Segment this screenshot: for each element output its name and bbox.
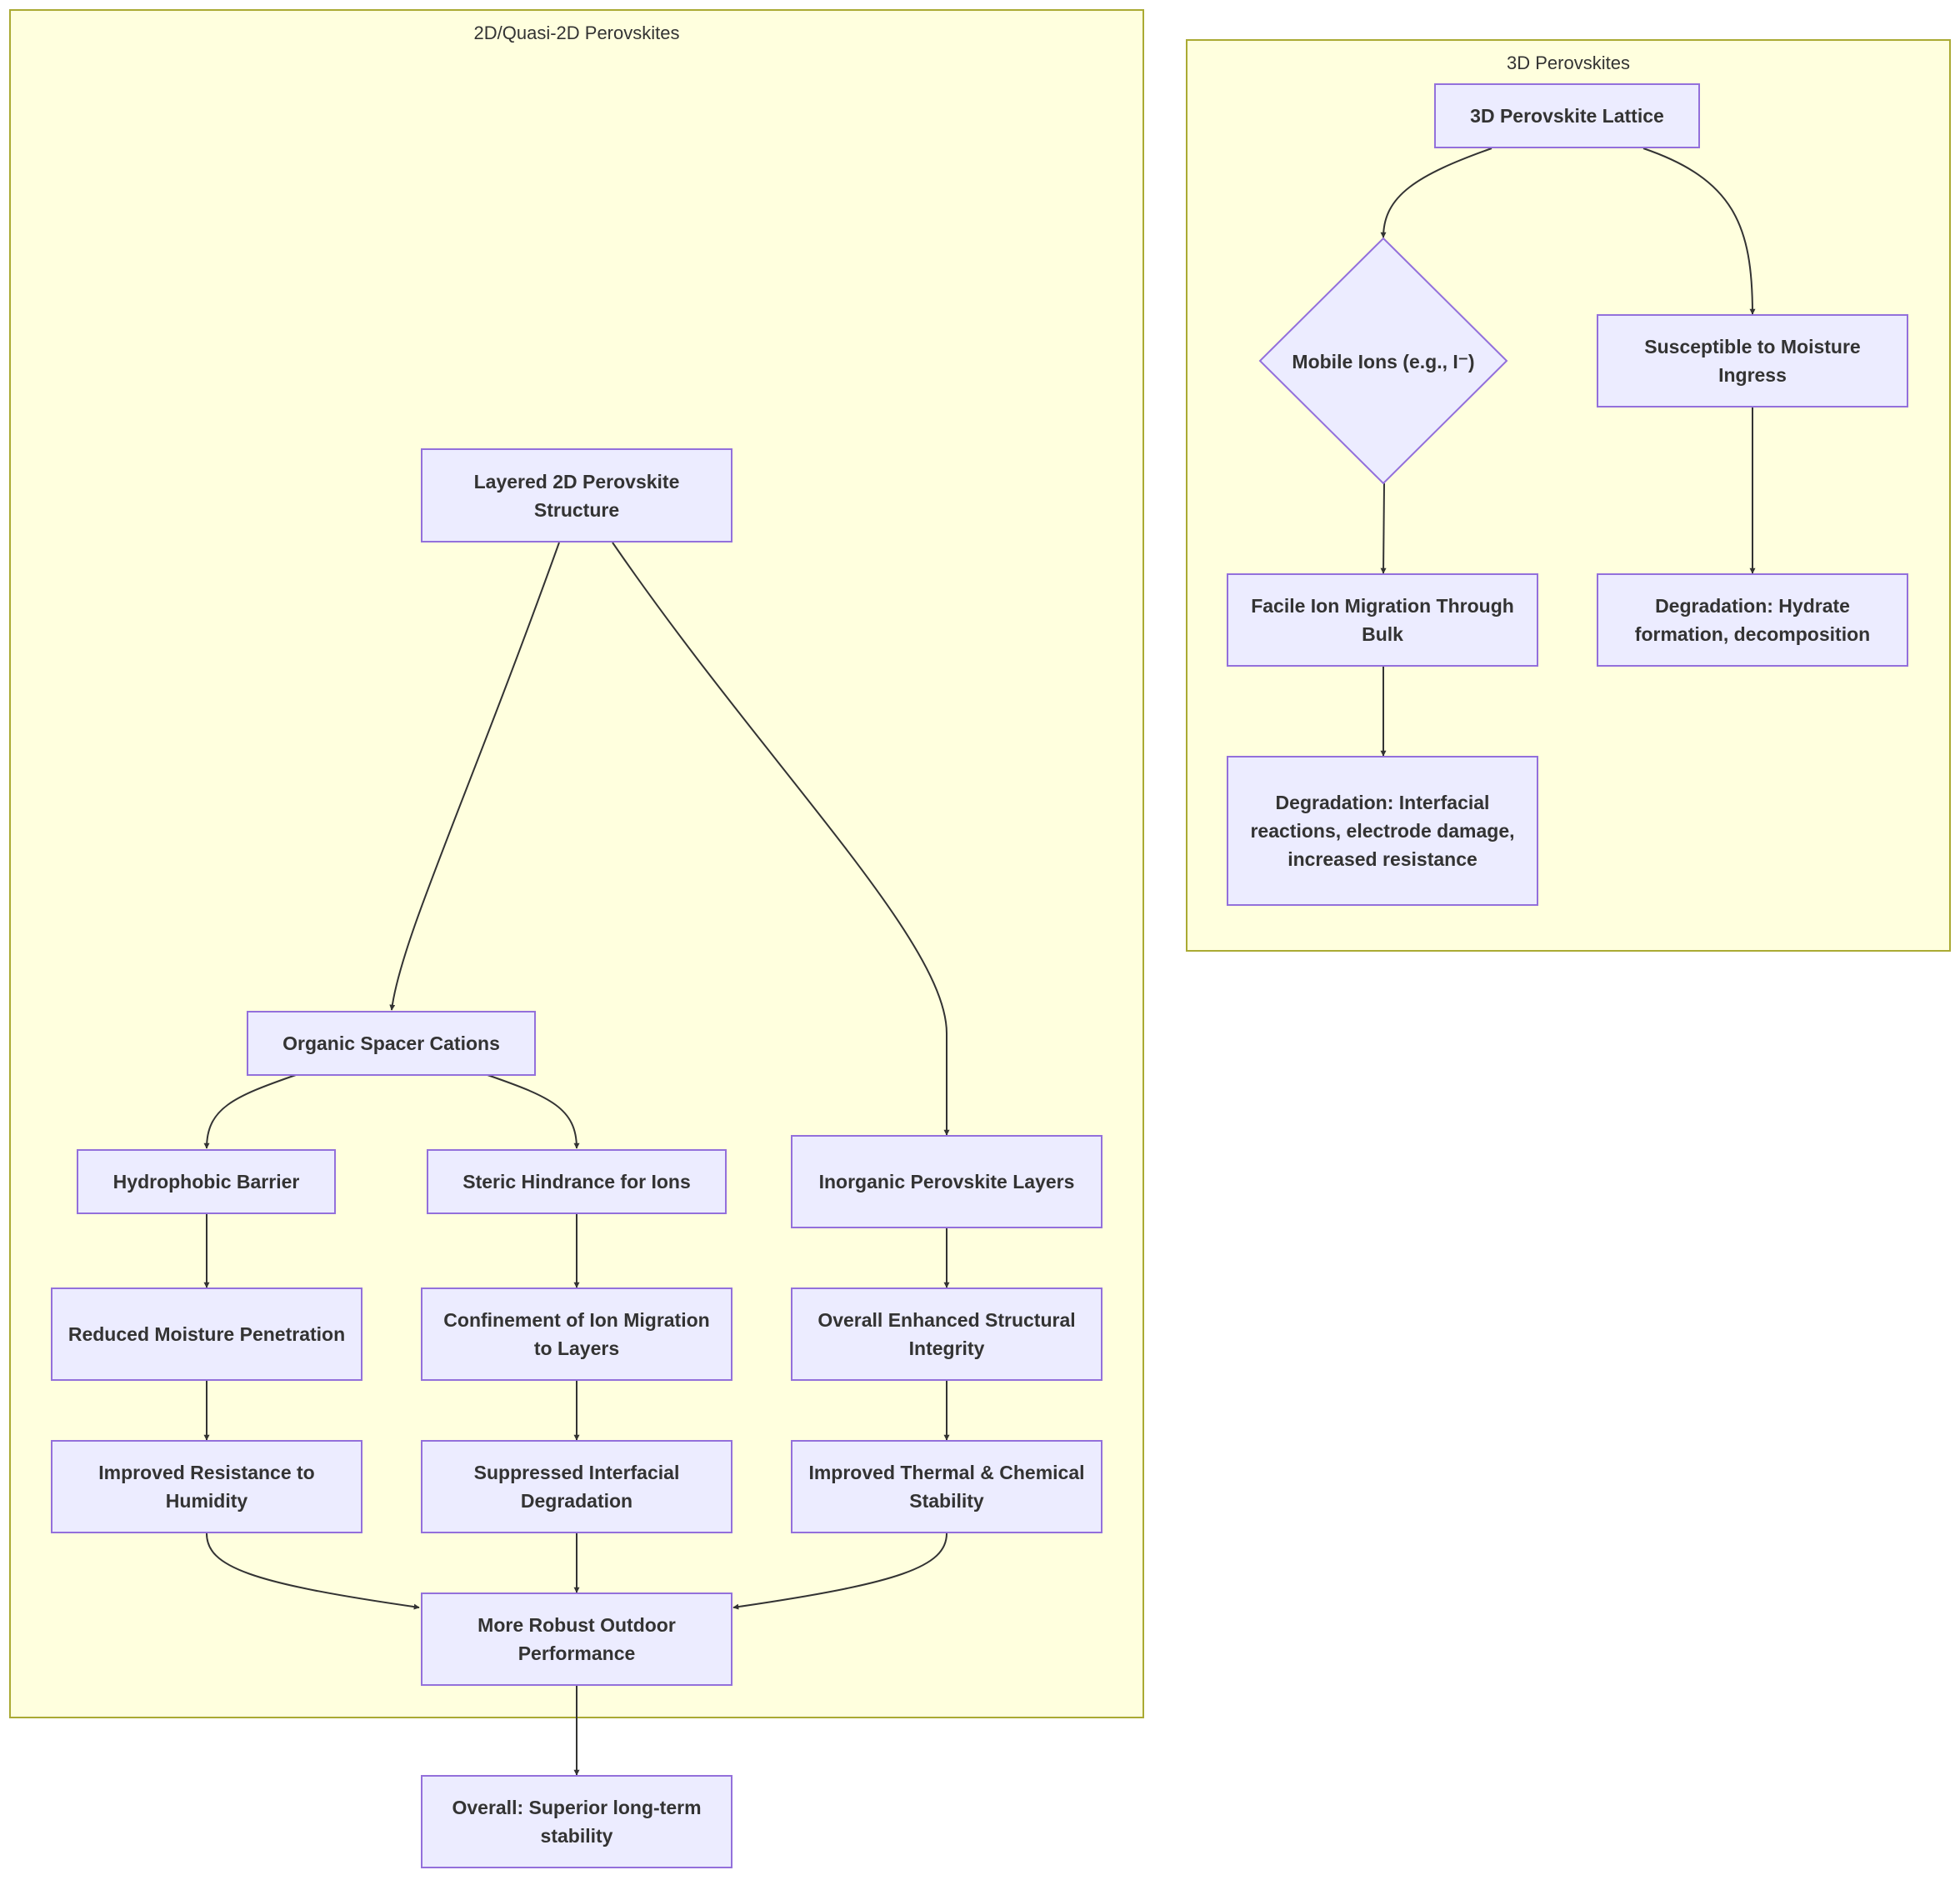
cluster-title: 2D/Quasi-2D Perovskites xyxy=(473,22,680,43)
edge-humidity-to-robust xyxy=(206,1532,420,1610)
node-improved-thermal-chemical-stability: Improved Thermal & Chemical Stability xyxy=(791,1440,1102,1533)
edge-spacer-to-steric xyxy=(487,1074,580,1149)
node-inorganic-perovskite-layers: Inorganic Perovskite Layers xyxy=(791,1135,1102,1228)
node-layered-2d-perovskite-structure: Layered 2D Perovskite Structure xyxy=(421,448,732,542)
cluster-title: 3D Perovskites xyxy=(1507,52,1630,73)
node-mobile-ions-diamond xyxy=(1258,237,1508,485)
node-susceptible-to-moisture-ingress: Susceptible to Moisture Ingress xyxy=(1597,314,1908,408)
edge-thermal-to-robust xyxy=(732,1532,948,1610)
node-confinement-of-ion-migration: Confinement of Ion Migration to Layers xyxy=(421,1288,732,1381)
edge-lattice-to-mobile-ions xyxy=(1380,148,1492,238)
node-degradation-interfacial-reactions: Degradation: Interfacial reactions, elec… xyxy=(1227,756,1538,906)
node-overall-enhanced-structural-integrity: Overall Enhanced Structural Integrity xyxy=(791,1288,1102,1381)
cluster-3d-perovskites: 3D Perovskites xyxy=(1186,39,1951,952)
node-reduced-moisture-penetration: Reduced Moisture Penetration xyxy=(51,1288,362,1381)
node-steric-hindrance-for-ions: Steric Hindrance for Ions xyxy=(427,1149,727,1214)
node-suppressed-interfacial-degradation: Suppressed Interfacial Degradation xyxy=(421,1440,732,1533)
node-improved-resistance-to-humidity: Improved Resistance to Humidity xyxy=(51,1440,362,1533)
edge-layered-to-spacer xyxy=(389,542,560,1011)
node-overall-superior-long-term-stability: Overall: Superior long-term stability xyxy=(421,1775,732,1868)
node-3d-perovskite-lattice: 3D Perovskite Lattice xyxy=(1434,83,1700,148)
edge-spacer-to-hydrophobic xyxy=(203,1074,297,1149)
node-degradation-hydrate-formation: Degradation: Hydrate formation, decompos… xyxy=(1597,573,1908,667)
edge-layered-to-inorganic xyxy=(612,542,950,1136)
node-mobile-ions-label: Mobile Ions (e.g., I⁻) xyxy=(1292,351,1475,372)
node-hydrophobic-barrier: Hydrophobic Barrier xyxy=(77,1149,336,1214)
node-facile-ion-migration-through-bulk: Facile Ion Migration Through Bulk xyxy=(1227,573,1538,667)
edge-mobile-ions-to-facile xyxy=(1380,482,1387,574)
node-organic-spacer-cations: Organic Spacer Cations xyxy=(247,1011,536,1076)
node-more-robust-outdoor-performance: More Robust Outdoor Performance xyxy=(421,1592,732,1686)
edge-lattice-to-susceptible xyxy=(1642,148,1756,315)
